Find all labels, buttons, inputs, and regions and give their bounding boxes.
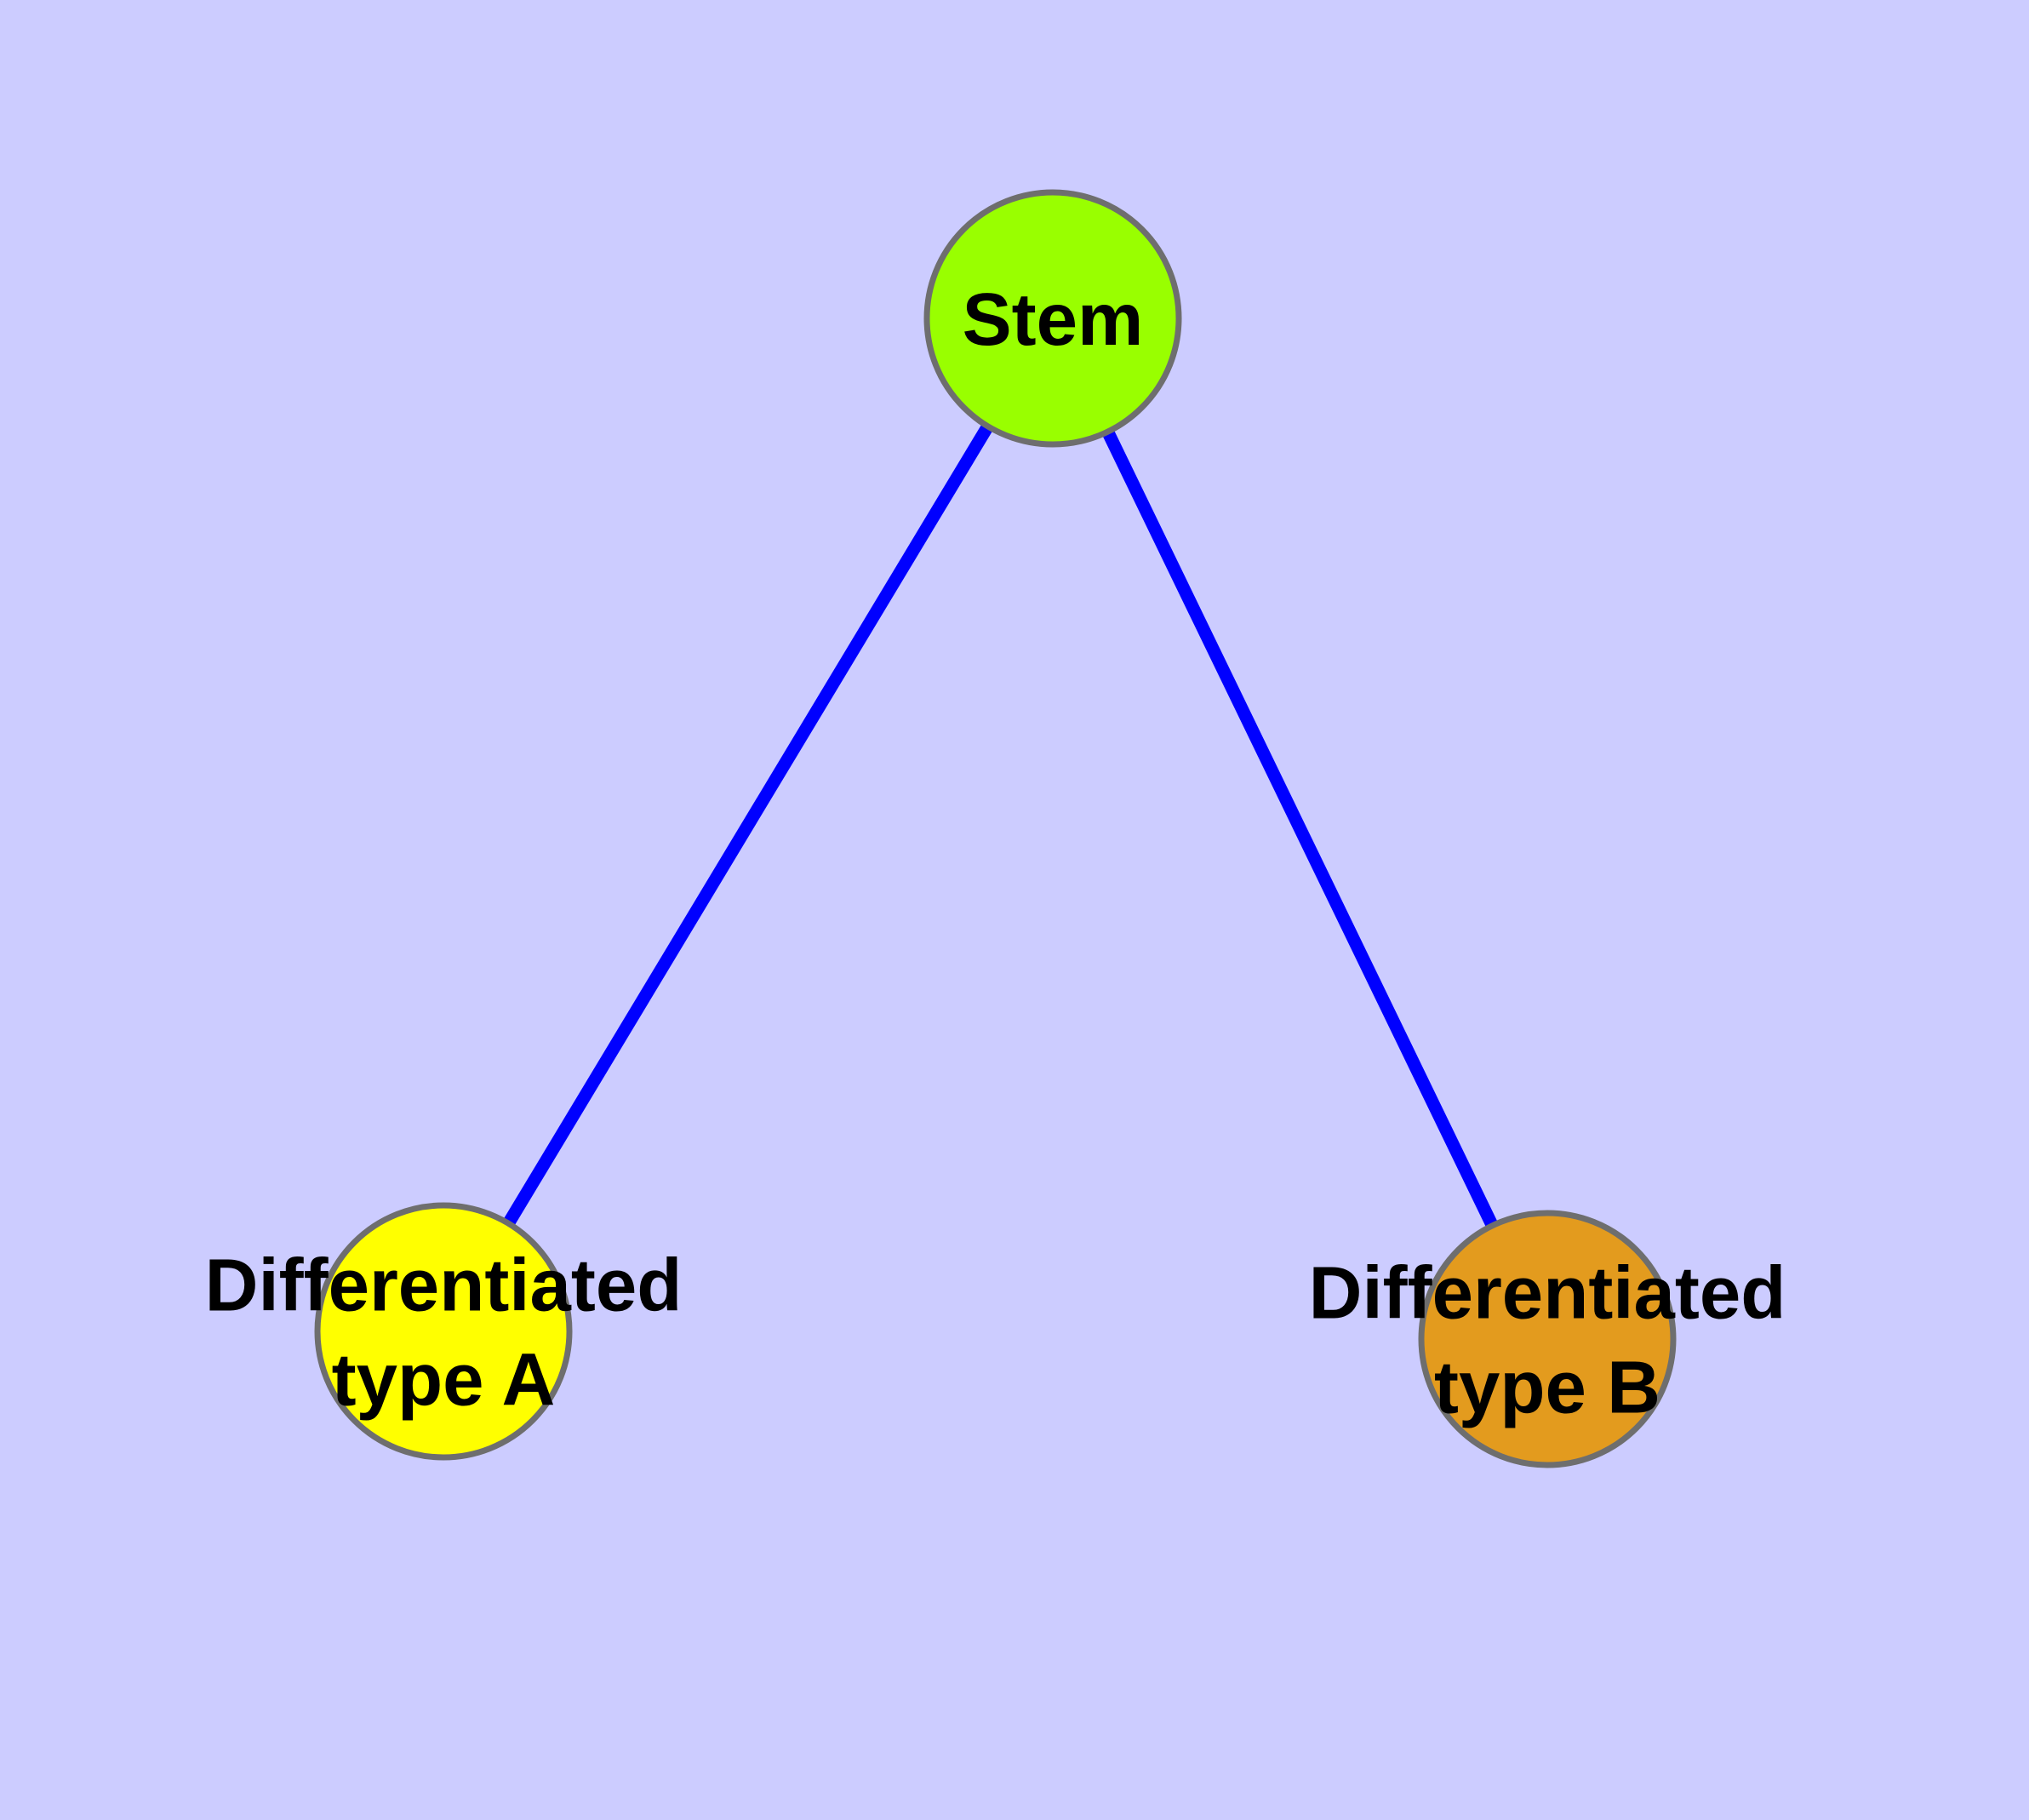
node-type-a-label: Differentiated type A bbox=[205, 1245, 683, 1422]
edges-layer bbox=[437, 315, 1553, 1342]
node-type-b-label: Differentiated type B bbox=[1309, 1252, 1786, 1429]
node-type-a-circle bbox=[314, 1202, 573, 1461]
node-type-b-circle bbox=[1418, 1210, 1677, 1468]
edge-stem-to-type-a bbox=[437, 315, 1059, 1335]
node-stem-circle bbox=[923, 189, 1182, 448]
node-type-a-label-line-2: type A bbox=[332, 1339, 556, 1422]
node-stem-label: Stem bbox=[963, 278, 1144, 361]
node-type-b-label-line-2: type B bbox=[1434, 1347, 1660, 1429]
edge-stem-to-type-b bbox=[1047, 315, 1553, 1342]
node-stem-label-line-1: Stem bbox=[963, 278, 1144, 361]
nodes-layer bbox=[314, 189, 1677, 1468]
node-type-b-label-line-1: Differentiated bbox=[1309, 1252, 1786, 1335]
node-type-a-label-line-1: Differentiated bbox=[205, 1245, 683, 1327]
